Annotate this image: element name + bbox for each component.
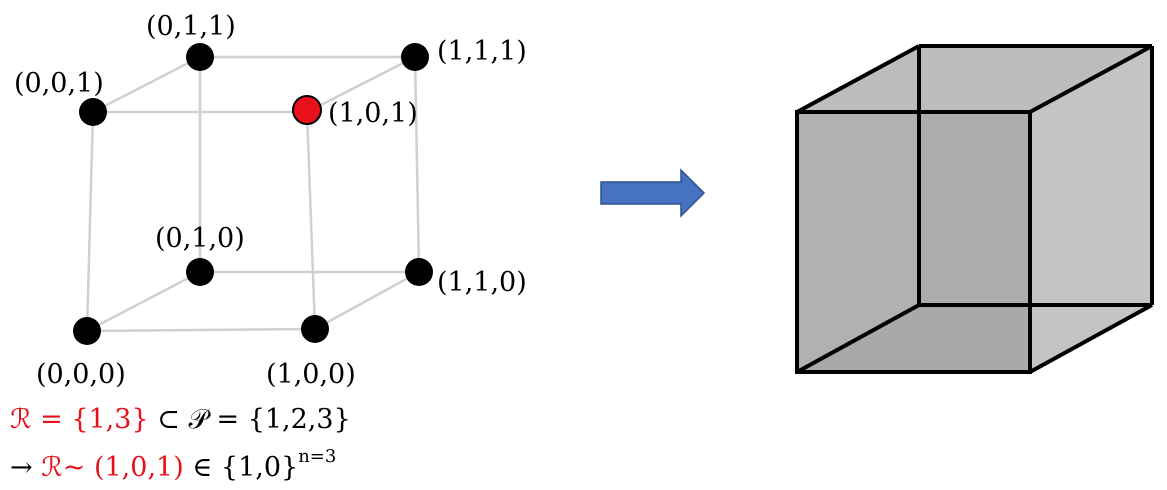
formula-line-subset: ℛ = {1,3} ⊂ 𝒫 = {1,2,3} — [10, 406, 351, 433]
cube-edge — [1029, 44, 1153, 114]
cube-front-face — [797, 112, 1030, 372]
vertex-1-0-0 — [301, 315, 329, 343]
implies-arrow: → — [10, 452, 42, 483]
p-set-text: 𝒫 = {1,2,3} — [188, 404, 351, 435]
vertex-1-0-1-highlighted — [292, 95, 322, 125]
edge-000-100 — [86, 327, 316, 333]
edge-111-110 — [413, 56, 421, 273]
edge-001-000 — [85, 111, 95, 332]
vertex-label: (1,1,0) — [437, 267, 527, 298]
edge-100-110 — [314, 270, 420, 331]
formula-line-encoding: → ℛ~ (1,0,1) ∈ {1,0}n=3 — [10, 448, 336, 483]
exponent-text: n=3 — [298, 446, 337, 467]
right-arrow-icon — [600, 168, 706, 218]
cube-right-face — [1030, 46, 1152, 372]
cube-top-face — [797, 46, 1152, 112]
vertex-1-1-0 — [405, 258, 433, 286]
solid-cube — [795, 44, 1154, 374]
vertex-label: (0,1,1) — [146, 11, 236, 42]
element-of-text: ∈ {1,0} — [183, 452, 299, 483]
cube-edges — [795, 44, 1154, 374]
vertex-0-0-0 — [73, 317, 101, 345]
cube-edge — [796, 44, 920, 114]
vertex-label: (1,1,1) — [437, 36, 527, 67]
vertex-0-1-0 — [186, 258, 214, 286]
wireframe-cube — [85, 55, 421, 333]
edge-000-010 — [86, 270, 201, 333]
r-tilde-text: ℛ~ (1,0,1) — [41, 452, 184, 483]
vertices — [73, 43, 433, 345]
cube-front-outline — [795, 110, 1032, 374]
vertex-label: (0,0,0) — [36, 359, 126, 390]
cube-edge — [1029, 303, 1153, 374]
r-set-text: ℛ = {1,3} — [10, 404, 149, 435]
vertex-label: (1,0,1) — [328, 98, 418, 129]
vertex-labels: (0,1,1) (1,1,1) (0,0,1) (1,0,1) (0,1,0) … — [14, 11, 527, 390]
subset-symbol: ⊂ — [148, 404, 189, 435]
edge-101-100 — [305, 111, 317, 330]
edge-001-011 — [92, 55, 201, 114]
edge-101-111 — [306, 55, 416, 114]
cube-edge — [796, 303, 920, 374]
vertex-0-1-1 — [186, 43, 214, 71]
vertex-1-1-1 — [401, 43, 429, 71]
vertex-label: (0,1,0) — [155, 223, 245, 254]
vertex-0-0-1 — [79, 98, 107, 126]
vertex-label: (0,0,1) — [14, 68, 104, 99]
vertex-label: (1,0,0) — [266, 359, 356, 390]
